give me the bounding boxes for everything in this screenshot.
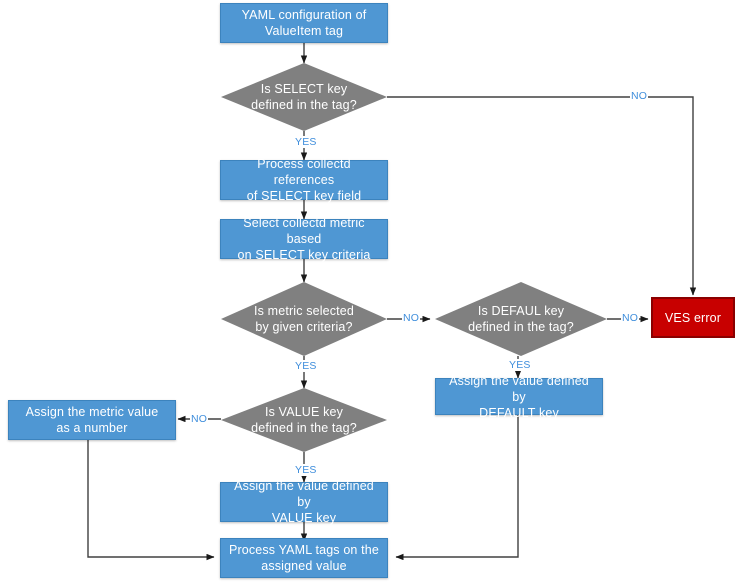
diamond-shape <box>435 282 607 356</box>
node-decision-value-key[interactable]: Is VALUE key defined in the tag? <box>221 388 387 452</box>
edge-label-metric-yes: YES <box>294 360 318 372</box>
edge-label-select-no: NO <box>630 90 649 102</box>
edge-label-select-yes: YES <box>294 136 318 148</box>
diamond-shape <box>221 388 387 452</box>
node-decision-defaul-key-line1: Is DEFAUL key <box>477 304 565 318</box>
edge-select-no <box>387 96 697 296</box>
node-decision-defaul-key-line2: defined in the tag? <box>468 320 574 334</box>
edge-label-value-yes: YES <box>294 464 318 476</box>
edge-label-defaul-yes: YES <box>508 359 532 371</box>
edge-label-metric-no: NO <box>402 312 421 324</box>
node-assign-metric-number-line1: Assign the metric value <box>25 405 159 419</box>
node-process-yaml-tags-text: Process YAML tags on the assigned value <box>224 542 384 574</box>
diamond-shape <box>221 63 387 131</box>
node-decision-defaul-key-text: Is DEFAUL key defined in the tag? <box>454 303 588 335</box>
node-assign-value-key[interactable]: Assign the value defined by VALUE key <box>220 479 388 525</box>
node-start[interactable]: YAML configuration of ValueItem tag <box>220 3 388 43</box>
diamond-shape <box>221 282 387 356</box>
node-decision-metric-selected[interactable]: Is metric selected by given criteria? <box>221 282 387 356</box>
node-select-collectd-metric-line1: Select collectd metric based <box>243 216 365 246</box>
node-process-yaml-tags[interactable]: Process YAML tags on the assigned value <box>220 538 388 578</box>
node-assign-metric-number-line2: as a number <box>56 421 128 435</box>
node-start-text: YAML configuration of ValueItem tag <box>237 7 372 39</box>
node-select-collectd-metric-text: Select collectd metric based on SELECT k… <box>221 215 387 263</box>
node-process-collectd-references-line1: Process collectd references <box>257 157 351 187</box>
node-decision-select-key-line1: Is SELECT key <box>260 82 348 96</box>
node-decision-metric-selected-line2: by given criteria? <box>255 320 353 334</box>
node-assign-metric-number-text: Assign the metric value as a number <box>21 404 164 436</box>
node-assign-value-key-line1: Assign the value defined by <box>234 479 374 509</box>
node-assign-value-key-text: Assign the value defined by VALUE key <box>221 478 387 526</box>
node-decision-value-key-line1: Is VALUE key <box>265 405 343 419</box>
node-decision-value-key-text: Is VALUE key defined in the tag? <box>239 404 368 436</box>
node-assign-default-value-text: Assign the value defined by DEFAULT key <box>436 373 602 421</box>
node-start-line2: ValueItem tag <box>264 24 344 38</box>
node-decision-value-key-line2: defined in the tag? <box>251 421 357 435</box>
edge-default-to-yaml <box>395 415 519 561</box>
node-process-collectd-references-text: Process collectd references of SELECT ke… <box>221 156 387 204</box>
node-assign-value-key-line2: VALUE key <box>271 511 337 525</box>
node-decision-metric-selected-line1: Is metric selected <box>254 304 354 318</box>
node-process-yaml-tags-line2: assigned value <box>261 559 347 573</box>
edge-number-to-yaml <box>87 440 215 561</box>
node-decision-select-key[interactable]: Is SELECT key defined in the tag? <box>221 63 387 131</box>
node-decision-select-key-line2: defined in the tag? <box>251 98 357 112</box>
node-ves-error-line1: VES error <box>664 310 722 325</box>
edge-label-value-no: NO <box>190 413 209 425</box>
node-start-line1: YAML configuration of <box>241 8 367 22</box>
node-decision-metric-selected-text: Is metric selected by given criteria? <box>239 303 368 335</box>
node-process-collectd-references[interactable]: Process collectd references of SELECT ke… <box>220 157 388 203</box>
edge-label-defaul-no: NO <box>621 312 640 324</box>
node-decision-select-key-text: Is SELECT key defined in the tag? <box>239 81 368 113</box>
node-ves-error[interactable]: VES error <box>651 297 735 338</box>
node-process-collectd-references-line2: of SELECT key field <box>246 189 362 203</box>
node-select-collectd-metric-line2: on SELECT key criteria <box>237 248 371 262</box>
node-assign-metric-number[interactable]: Assign the metric value as a number <box>8 400 176 440</box>
node-decision-defaul-key[interactable]: Is DEFAUL key defined in the tag? <box>435 282 607 356</box>
node-process-yaml-tags-line1: Process YAML tags on the <box>229 543 379 557</box>
node-assign-default-value-line2: DEFAULT key <box>479 405 559 420</box>
node-assign-default-value[interactable]: Assign the value defined by DEFAULT key <box>435 374 603 420</box>
node-ves-error-text: VES error <box>665 310 721 326</box>
node-select-collectd-metric[interactable]: Select collectd metric based on SELECT k… <box>220 216 388 262</box>
node-assign-default-value-line1: Assign the value defined by <box>449 373 589 404</box>
